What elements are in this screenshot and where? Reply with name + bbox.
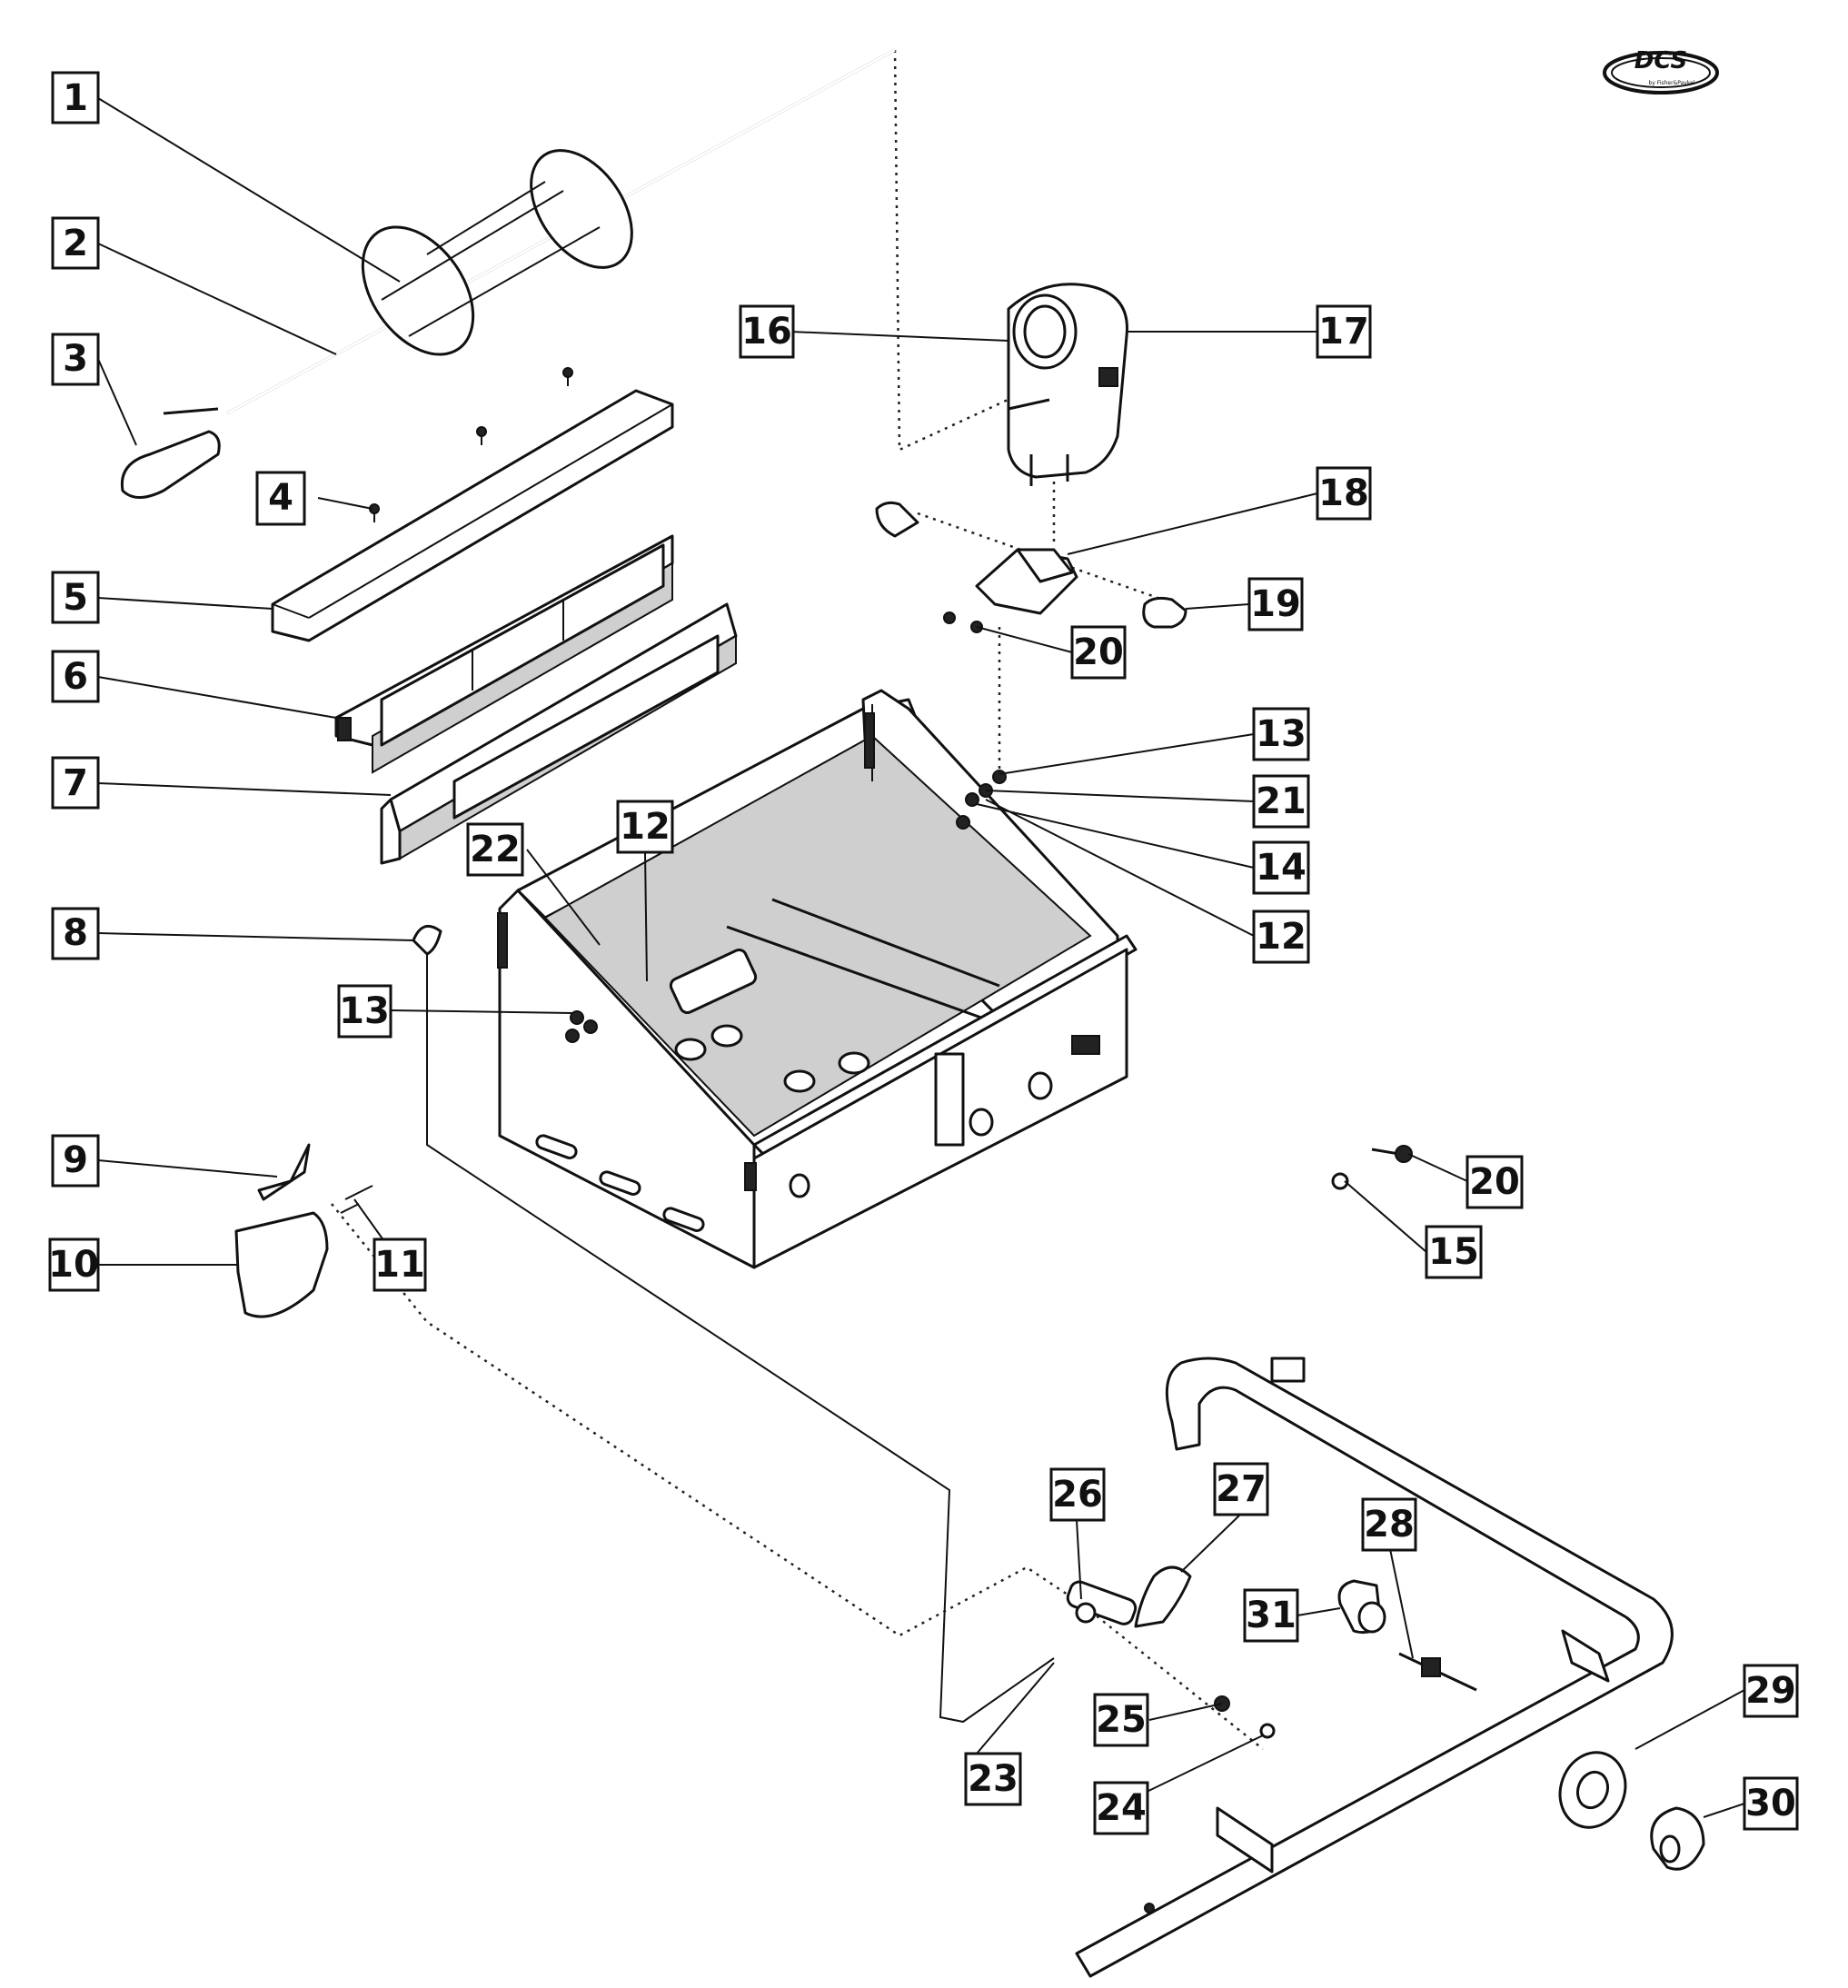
logo-text: DCS: [1634, 47, 1687, 75]
callout-7: 7: [51, 756, 100, 810]
callout-9: 9: [51, 1134, 100, 1188]
svg-text:7: 7: [63, 762, 88, 804]
callout-20-lower: 20: [1465, 1155, 1524, 1209]
svg-text:25: 25: [1096, 1699, 1147, 1741]
svg-text:1: 1: [63, 77, 88, 119]
callout-10: 10: [48, 1238, 100, 1292]
svg-text:12: 12: [620, 806, 671, 848]
svg-text:31: 31: [1246, 1595, 1297, 1636]
dcs-logo: DCS by Fisher&Paykel: [1603, 47, 1719, 94]
logo-subtext: by Fisher&Paykel: [1649, 80, 1695, 86]
callout-6: 6: [51, 650, 100, 703]
gas-manifold-assembly: [1066, 1357, 1705, 1978]
callout-28: 28: [1361, 1497, 1417, 1552]
callout-12-right: 12: [1252, 910, 1310, 964]
callout-14: 14: [1252, 840, 1310, 895]
svg-text:29: 29: [1745, 1670, 1796, 1712]
svg-text:24: 24: [1096, 1787, 1147, 1829]
callout-3: 3: [51, 333, 100, 386]
svg-text:27: 27: [1216, 1468, 1267, 1510]
callout-1: 1: [51, 71, 100, 124]
callout-31: 31: [1243, 1588, 1299, 1643]
callout-30: 30: [1743, 1776, 1799, 1831]
callout-18: 18: [1316, 466, 1372, 521]
assembly-guide-lines: [331, 49, 1264, 1750]
svg-text:17: 17: [1318, 311, 1369, 353]
svg-text:19: 19: [1250, 583, 1301, 625]
callout-22: 22: [466, 822, 524, 877]
svg-text:22: 22: [470, 829, 521, 870]
svg-text:6: 6: [63, 656, 88, 698]
callout-4: 4: [255, 471, 306, 526]
svg-text:10: 10: [48, 1244, 99, 1286]
callout-19: 19: [1247, 577, 1304, 631]
svg-text:23: 23: [968, 1758, 1018, 1800]
callout-17: 17: [1316, 304, 1372, 359]
svg-text:4: 4: [268, 477, 293, 519]
callout-24: 24: [1093, 1781, 1149, 1835]
svg-text:3: 3: [63, 338, 88, 380]
callout-25: 25: [1093, 1693, 1149, 1747]
callout-12-top: 12: [616, 800, 674, 854]
spit-handle: [120, 430, 221, 499]
svg-text:18: 18: [1318, 472, 1369, 514]
svg-text:9: 9: [63, 1139, 88, 1181]
svg-text:15: 15: [1428, 1231, 1479, 1273]
svg-text:13: 13: [339, 990, 390, 1032]
callout-29: 29: [1743, 1664, 1799, 1718]
firebox-housing: [497, 689, 1138, 1269]
callout-27: 27: [1213, 1462, 1269, 1516]
callout-8: 8: [51, 907, 100, 960]
svg-text:12: 12: [1256, 916, 1307, 958]
svg-text:20: 20: [1073, 631, 1124, 673]
svg-text:2: 2: [63, 223, 88, 264]
callout-15: 15: [1425, 1225, 1483, 1279]
callout-11: 11: [373, 1238, 427, 1292]
rotisserie-motor-assembly: [875, 283, 1187, 633]
callout-13-left: 13: [337, 984, 392, 1039]
upper-burner-assembly: [271, 367, 738, 865]
rotisserie-spit-assembly: [120, 48, 896, 499]
svg-text:21: 21: [1256, 780, 1307, 822]
svg-text:13: 13: [1256, 713, 1307, 755]
svg-text:20: 20: [1469, 1161, 1520, 1203]
leader-lines: [97, 97, 1745, 1818]
svg-text:16: 16: [741, 311, 792, 353]
callout-26: 26: [1049, 1467, 1106, 1522]
callout-23: 23: [964, 1752, 1022, 1806]
small-hardware: [234, 770, 1413, 1724]
callout-16: 16: [739, 304, 795, 359]
svg-text:26: 26: [1052, 1474, 1103, 1516]
svg-text:14: 14: [1256, 847, 1307, 889]
svg-text:8: 8: [63, 912, 88, 954]
callout-2: 2: [51, 216, 100, 270]
callout-21: 21: [1252, 774, 1310, 829]
svg-text:11: 11: [374, 1244, 425, 1286]
callout-20-top: 20: [1070, 625, 1127, 680]
svg-text:28: 28: [1364, 1504, 1415, 1546]
callout-5: 5: [51, 571, 100, 624]
svg-text:30: 30: [1745, 1783, 1796, 1824]
callout-13-right: 13: [1252, 707, 1310, 761]
svg-text:5: 5: [63, 577, 88, 619]
